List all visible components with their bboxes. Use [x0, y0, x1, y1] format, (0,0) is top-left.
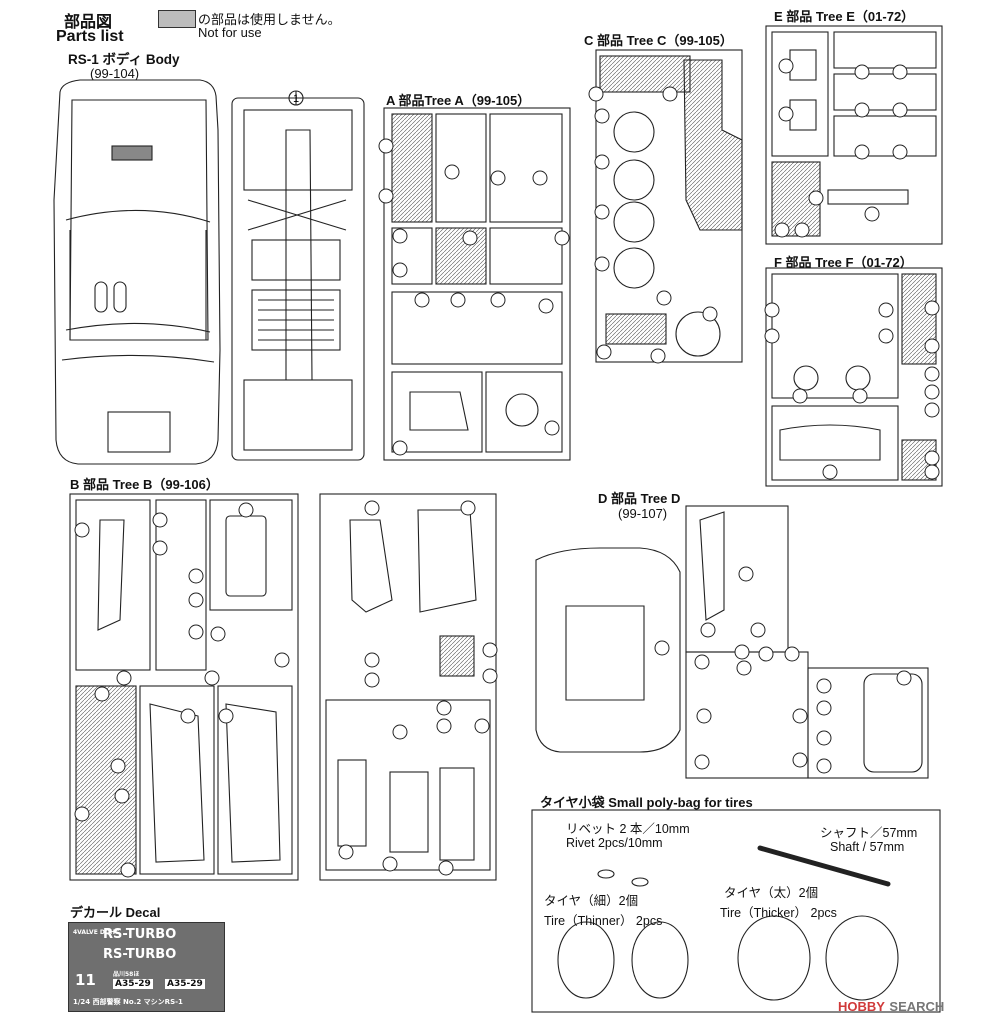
decal-small-text: 4VALVE DOHC: [73, 929, 120, 936]
tree-d-title: D 部品 Tree D: [598, 491, 681, 506]
watermark-part2: SEARCH: [889, 999, 945, 1014]
chassis-part: [231, 90, 365, 461]
tree-a-frame: [383, 107, 571, 461]
not-for-use-swatch: [158, 10, 196, 28]
tree-f-title: F 部品 Tree F（01-72）: [774, 255, 913, 270]
tire-thin-label-en: Tire（Thinner） 2pcs: [544, 914, 663, 928]
watermark: HOBBY SEARCH: [838, 998, 944, 1016]
tree-b2-frame: [319, 493, 497, 881]
tree-b-frame: [69, 493, 299, 881]
legend-title-jp: 部品図: [64, 14, 113, 31]
decal-caption: 1/24 西部警察 No.2 マシンRS-1: [73, 998, 183, 1006]
decal-plate1-area: 品川58ほ: [113, 971, 140, 978]
body-title: RS-1 ボディ Body: [68, 52, 180, 67]
chassis-number: 1: [293, 93, 299, 105]
polybag-frame: [531, 809, 941, 1013]
decal-plate1: A35-29: [113, 979, 153, 989]
decal-plate2: A35-29: [165, 979, 205, 989]
tree-b-title: B 部品 Tree B（99-106）: [70, 477, 219, 492]
tree-e-frame: [765, 25, 943, 245]
legend-title-en: Parts list: [56, 28, 124, 45]
tree-a-title: A 部品Tree A（99-105）: [386, 93, 531, 108]
watermark-part1: HOBBY: [838, 999, 885, 1014]
tree-e-title: E 部品 Tree E（01-72）: [774, 9, 915, 24]
tree-d-frame: [535, 505, 929, 779]
tire-thick-label-en: Tire（Thicker） 2pcs: [720, 906, 837, 920]
decal-number: 11: [75, 971, 96, 989]
decal-line2: RS-TURBO: [103, 947, 177, 962]
shaft-label-en: Shaft / 57mm: [830, 840, 905, 854]
decal-line1: RS-TURBO: [103, 927, 177, 942]
rivet-label-en: Rivet 2pcs/10mm: [566, 836, 663, 850]
legend-note-jp: の部品は使用しません。: [198, 12, 341, 27]
legend-note-en: Not for use: [198, 25, 262, 40]
tree-f-frame: [765, 267, 943, 487]
rivet-label-jp: リベット 2 本／10mm: [566, 822, 690, 836]
decal-title: デカール Decal: [70, 905, 161, 920]
polybag-title: タイヤ小袋 Small poly-bag for tires: [540, 795, 753, 810]
body-shell: [53, 79, 221, 465]
decal-sheet: 4VALVE DOHC RS-TURBO RS-TURBO 11 品川58ほ A…: [68, 922, 225, 1012]
tree-d-code: (99-107): [618, 506, 668, 521]
body-code: (99-104): [90, 66, 140, 81]
tire-thick-label-jp: タイヤ（太）2個: [724, 886, 819, 900]
tree-c-title: C 部品 Tree C（99-105）: [584, 33, 733, 48]
shaft-label-jp: シャフト／57mm: [820, 826, 918, 840]
tree-c-frame: [595, 49, 743, 363]
tire-thin-label-jp: タイヤ（細）2個: [544, 894, 639, 908]
